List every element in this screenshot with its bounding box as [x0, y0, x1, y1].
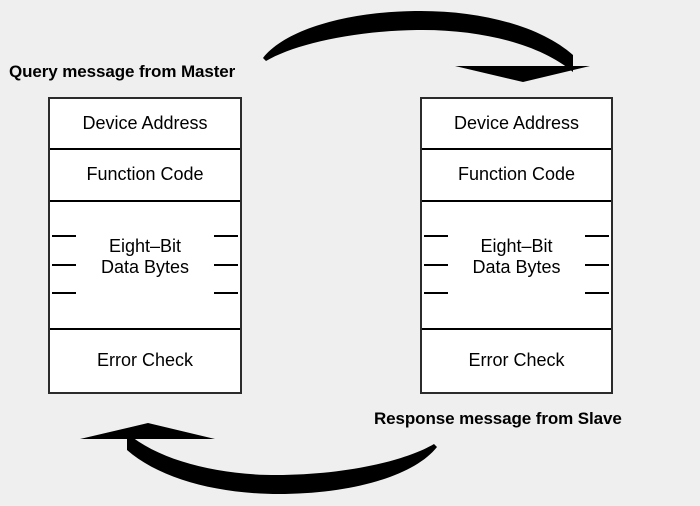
data-bytes-tick-right-3 [214, 292, 238, 294]
query-field-device-address: Device Address [50, 99, 240, 150]
query-caption: Query message from Master [9, 62, 236, 81]
response-arrow-head [80, 423, 215, 439]
data-bytes-tick-right-2 [585, 264, 609, 266]
data-bytes-tick-left-2 [424, 264, 448, 266]
data-bytes-tick-left-3 [424, 292, 448, 294]
data-bytes-tick-left-1 [424, 235, 448, 237]
query-field-error-check: Error Check [50, 330, 240, 392]
query-field-function-code: Function Code [50, 150, 240, 202]
data-bytes-tick-left-1 [52, 235, 76, 237]
query-arrow [263, 10, 590, 82]
response-arrow-curve [127, 433, 437, 495]
data-bytes-tick-left-3 [52, 292, 76, 294]
query-arrow-curve [263, 10, 573, 72]
response-field-function-code: Function Code [422, 150, 611, 202]
data-bytes-tick-right-1 [585, 235, 609, 237]
response-field-data-bytes: Eight–Bit Data Bytes [422, 202, 611, 330]
field-label: Function Code [86, 164, 204, 185]
response-caption: Response message from Slave [374, 409, 622, 428]
response-field-error-check: Error Check [422, 330, 611, 392]
field-label: Device Address [453, 112, 580, 133]
field-label: Eight–Bit Data Bytes [100, 235, 190, 277]
field-label: Eight–Bit Data Bytes [472, 235, 561, 277]
data-bytes-tick-right-3 [585, 292, 609, 294]
field-label: Error Check [468, 350, 565, 371]
query-field-data-bytes: Eight–Bit Data Bytes [50, 202, 240, 330]
field-label: Device Address [82, 112, 208, 133]
data-bytes-tick-right-1 [214, 235, 238, 237]
response-field-device-address: Device Address [422, 99, 611, 150]
query-message-frame: Device Address Function Code Eight–Bit D… [48, 97, 242, 394]
data-bytes-tick-left-2 [52, 264, 76, 266]
field-label: Function Code [457, 164, 576, 185]
response-arrow [80, 423, 437, 495]
field-label: Error Check [96, 350, 194, 371]
response-message-frame: Device Address Function Code Eight–Bit D… [420, 97, 613, 394]
query-arrow-head [455, 66, 590, 82]
data-bytes-tick-right-2 [214, 264, 238, 266]
